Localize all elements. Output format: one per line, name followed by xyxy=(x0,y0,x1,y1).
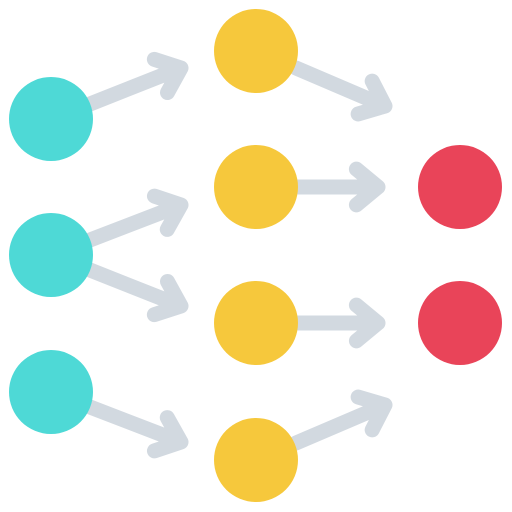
arrow-input-2-to-hidden-2 xyxy=(82,188,189,248)
arrow-hidden-2-to-output-1 xyxy=(290,161,386,213)
arrow-input-2-to-hidden-3 xyxy=(82,262,189,323)
output-node-1 xyxy=(418,145,502,229)
input-node-3 xyxy=(9,350,93,434)
arrow-input-1-to-hidden-1 xyxy=(82,51,189,112)
arrow-input-3-to-hidden-4 xyxy=(82,399,189,459)
hidden-node-2 xyxy=(214,145,298,229)
hidden-node-3 xyxy=(214,281,298,365)
input-node-1 xyxy=(9,77,93,161)
arrow-layer xyxy=(82,51,393,459)
output-node-2 xyxy=(418,281,502,365)
arrow-hidden-1-to-output-1 xyxy=(288,60,393,122)
input-node-2 xyxy=(9,213,93,297)
arrow-hidden-4-to-output-2 xyxy=(288,389,393,451)
node-layer xyxy=(9,9,502,502)
hidden-node-1 xyxy=(214,9,298,93)
hidden-node-4 xyxy=(214,418,298,502)
arrow-hidden-3-to-output-2 xyxy=(290,297,386,349)
